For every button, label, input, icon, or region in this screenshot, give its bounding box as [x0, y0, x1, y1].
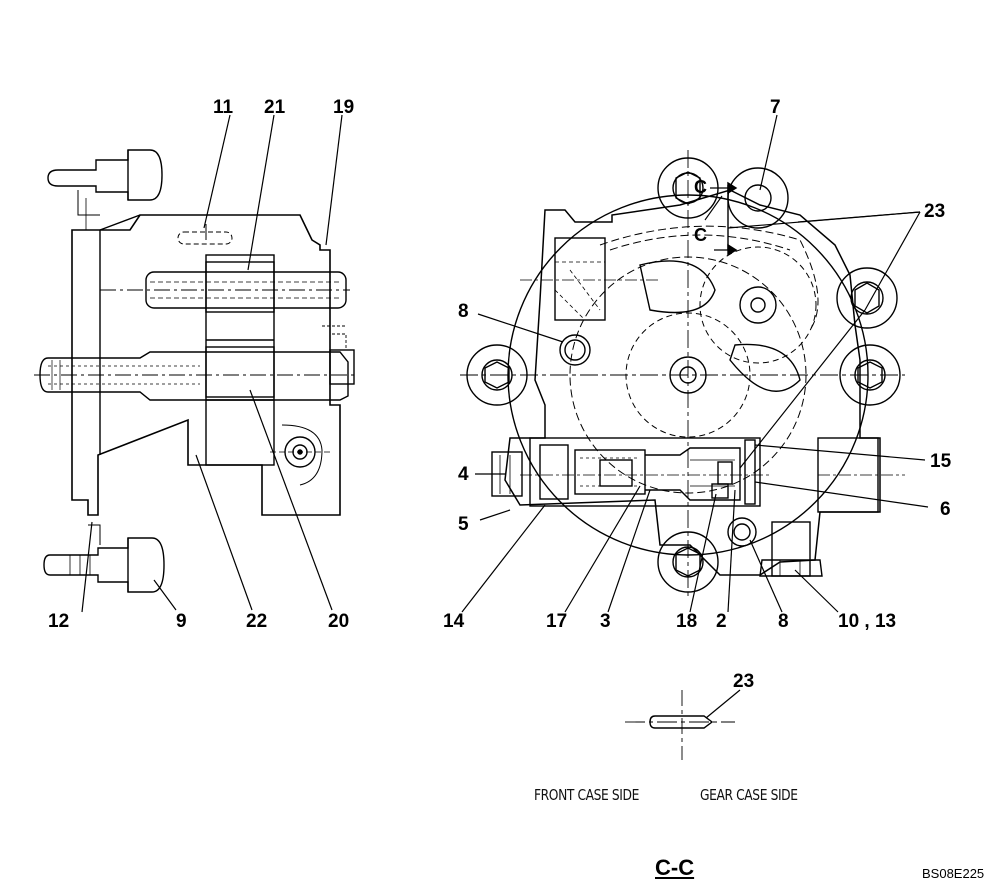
- callout-6: 6: [940, 499, 951, 520]
- callout-23-pin: 23: [733, 671, 755, 692]
- section-marker-lower: C: [694, 225, 707, 245]
- callout-17: 17: [546, 611, 568, 632]
- callout-9: 9: [176, 611, 187, 632]
- callout-3: 3: [600, 611, 611, 632]
- callout-5: 5: [458, 514, 469, 535]
- callout-10-13: 10 , 13: [838, 611, 897, 632]
- right-view: [460, 114, 929, 613]
- callout-2: 2: [716, 611, 727, 632]
- front-case-side-label: FRONT CASE SIDE: [534, 786, 639, 804]
- callout-20: 20: [328, 611, 350, 632]
- callout-8-lower: 8: [778, 611, 789, 632]
- callout-12: 12: [48, 611, 70, 632]
- section-title: C-C: [655, 855, 695, 880]
- pin-detail: [625, 689, 741, 760]
- callout-18: 18: [676, 611, 698, 632]
- callout-7: 7: [770, 97, 781, 118]
- section-marker-upper: C: [694, 177, 707, 197]
- callout-21: 21: [264, 97, 286, 118]
- callout-11: 11: [213, 97, 234, 118]
- left-view: [34, 114, 356, 613]
- callout-22: 22: [246, 611, 268, 632]
- callout-4: 4: [458, 464, 469, 485]
- callout-14: 14: [443, 611, 465, 632]
- callout-15: 15: [930, 451, 952, 472]
- callout-8-upper: 8: [458, 301, 469, 322]
- gear-case-side-label: GEAR CASE SIDE: [700, 786, 798, 804]
- drawing-code: BS08E225: [922, 866, 985, 881]
- callout-19: 19: [333, 97, 355, 118]
- callout-23: 23: [924, 201, 946, 222]
